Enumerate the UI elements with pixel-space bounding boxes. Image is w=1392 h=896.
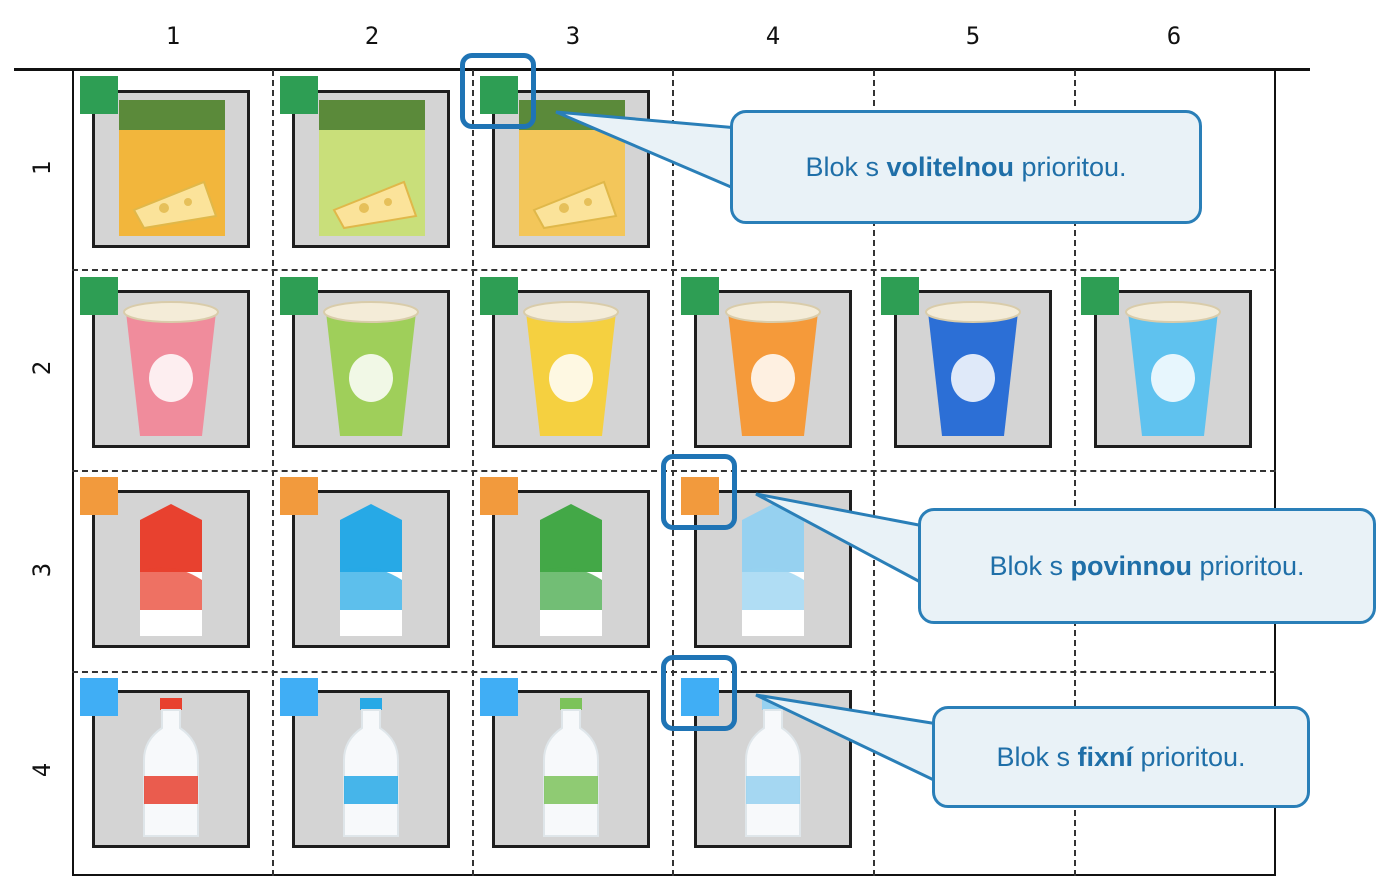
- priority-marker-volitelna: [681, 277, 719, 315]
- column-label-1: 1: [165, 22, 181, 50]
- cheese-box-icon: [119, 100, 225, 236]
- yogurt-cup-icon: [123, 301, 219, 436]
- priority-marker-volitelna: [480, 76, 518, 114]
- callout-bold: volitelnou: [886, 151, 1014, 182]
- milk-bottle-icon: [543, 698, 599, 837]
- column-label-6: 6: [1166, 22, 1182, 50]
- callout-prefix: Blok s: [989, 550, 1071, 581]
- priority-marker-volitelna: [480, 277, 518, 315]
- priority-marker-volitelna: [80, 76, 118, 114]
- callout-pointer-volitelna: [555, 110, 740, 193]
- grid-left-line: [72, 70, 74, 876]
- milk-bottle-icon: [745, 698, 801, 837]
- callout-volitelna: Blok s volitelnou prioritou.: [730, 110, 1202, 224]
- grid-divider-v1: [272, 70, 274, 876]
- callout-pointer-fixni: [755, 693, 940, 785]
- yogurt-cup-icon: [323, 301, 419, 436]
- priority-marker-volitelna: [280, 76, 318, 114]
- grid-divider-h1: [72, 269, 1276, 271]
- grid-divider-h2: [72, 470, 1276, 472]
- yogurt-cup-icon: [1125, 301, 1221, 436]
- priority-marker-fixni: [480, 678, 518, 716]
- grid-bottom-line: [72, 874, 1276, 876]
- column-label-4: 4: [765, 22, 781, 50]
- callout-bold: povinnou: [1070, 550, 1192, 581]
- callout-suffix: prioritou.: [1132, 741, 1246, 772]
- grid-right-line: [1274, 70, 1276, 876]
- milk-carton-icon: [540, 504, 602, 636]
- callout-fixni: Blok s fixní prioritou.: [932, 706, 1310, 808]
- grid-divider-v5: [1074, 70, 1076, 876]
- priority-marker-volitelna: [881, 277, 919, 315]
- callout-suffix: prioritou.: [1013, 151, 1127, 182]
- priority-marker-povinna: [681, 477, 719, 515]
- cheese-box-icon: [319, 100, 425, 236]
- milk-bottle-icon: [143, 698, 199, 837]
- column-label-2: 2: [364, 22, 380, 50]
- grid-top-line: [14, 68, 1310, 71]
- grid-divider-h3: [72, 671, 1276, 673]
- priority-marker-povinna: [480, 477, 518, 515]
- priority-marker-fixni: [80, 678, 118, 716]
- priority-marker-povinna: [80, 477, 118, 515]
- callout-suffix: prioritou.: [1191, 550, 1305, 581]
- priority-marker-fixni: [280, 678, 318, 716]
- callout-prefix: Blok s: [805, 151, 887, 182]
- milk-bottle-icon: [343, 698, 399, 837]
- milk-carton-icon: [340, 504, 402, 636]
- grid-divider-v3: [672, 70, 674, 876]
- yogurt-cup-icon: [523, 301, 619, 436]
- column-label-3: 3: [565, 22, 581, 50]
- highlight-fixni: [661, 655, 737, 731]
- yogurt-cup-icon: [725, 301, 821, 436]
- priority-marker-povinna: [280, 477, 318, 515]
- grid-divider-v2: [472, 70, 474, 876]
- yogurt-cup-icon: [925, 301, 1021, 436]
- milk-carton-icon: [140, 504, 202, 636]
- priority-marker-fixni: [681, 678, 719, 716]
- callout-prefix: Blok s: [996, 741, 1078, 772]
- callout-bold: fixní: [1077, 741, 1133, 772]
- priority-marker-volitelna: [1081, 277, 1119, 315]
- callout-povinna: Blok s povinnou prioritou.: [918, 508, 1376, 624]
- column-label-5: 5: [965, 22, 981, 50]
- highlight-povinna: [661, 454, 737, 530]
- priority-marker-volitelna: [80, 277, 118, 315]
- priority-marker-volitelna: [280, 277, 318, 315]
- highlight-volitelna: [460, 53, 536, 129]
- callout-pointer-povinna: [755, 492, 926, 587]
- grid-divider-v4: [873, 70, 875, 876]
- milk-carton-icon: [742, 504, 804, 636]
